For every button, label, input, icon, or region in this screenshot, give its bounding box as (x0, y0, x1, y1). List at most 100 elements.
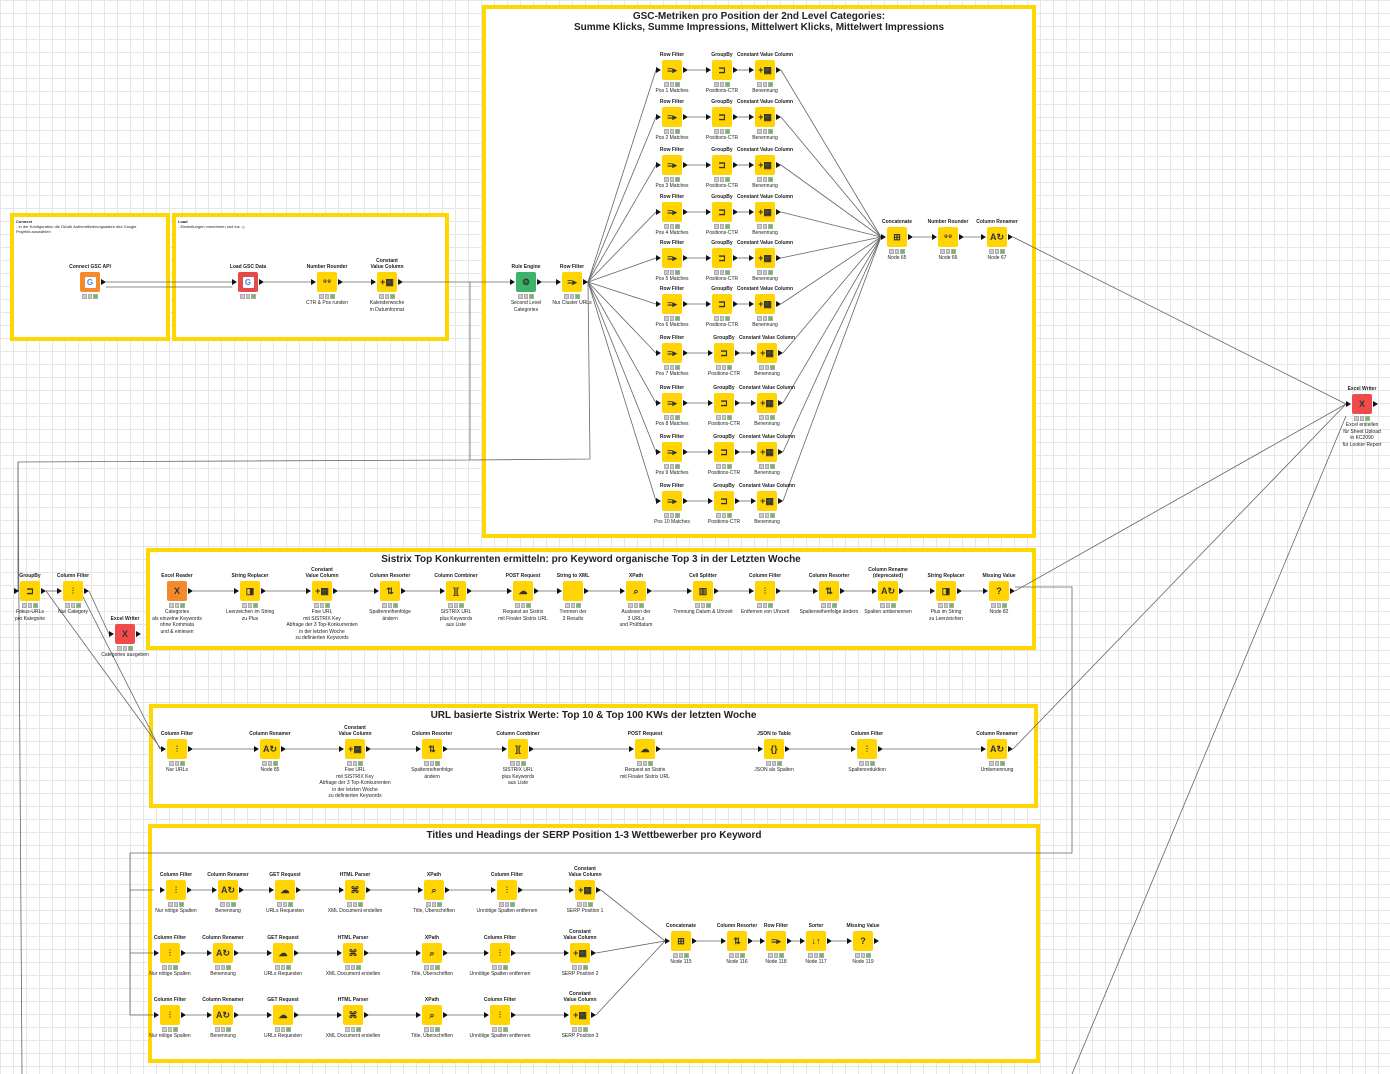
output-port[interactable] (733, 162, 738, 168)
connection-u9-xw[interactable] (1012, 403, 1347, 750)
input-port[interactable] (981, 746, 986, 752)
node-caption[interactable]: Positions-CTR (707, 519, 741, 525)
column-filter-icon[interactable]: ⫶ (160, 943, 180, 963)
node-concatenate[interactable]: Concatenate⊞Node 65 (867, 219, 927, 261)
input-port[interactable] (751, 498, 756, 504)
node-caption[interactable]: Excel erstellen für Sheet Upload in KC20… (1342, 422, 1382, 448)
string-replacer-icon[interactable]: ◨ (936, 581, 956, 601)
connection-t3g-tc[interactable] (595, 940, 666, 1016)
missing-value-icon[interactable]: ? (853, 931, 873, 951)
constant-column-icon[interactable]: +▦ (757, 343, 777, 363)
output-port[interactable] (511, 1012, 516, 1018)
string-to-xml-icon[interactable] (563, 581, 583, 601)
output-port[interactable] (239, 887, 244, 893)
node-constant-column[interactable]: Constant Value Column+▦Benennung (737, 434, 797, 476)
column-filter-icon[interactable]: ⫶ (166, 880, 186, 900)
annotation-url-sistrix[interactable]: URL basierte Sistrix Werte: Top 10 & Top… (149, 704, 1038, 808)
output-port[interactable] (785, 746, 790, 752)
output-port[interactable] (366, 887, 371, 893)
node-caption[interactable]: Benennung (754, 421, 780, 427)
output-port[interactable] (827, 938, 832, 944)
node-json-to-table[interactable]: JSON to Table{}JSON als Spalten (744, 731, 804, 773)
node-column-filter[interactable]: Column Filter⫶Unnötige Spalten entfernen (470, 935, 531, 977)
input-port[interactable] (749, 67, 754, 73)
node-row-filter[interactable]: Row Filter≡▸Pos 5 Matches (642, 240, 702, 282)
column-renamer-icon[interactable]: A↻ (260, 739, 280, 759)
input-port[interactable] (416, 1012, 421, 1018)
output-port[interactable] (294, 1012, 299, 1018)
row-filter-icon[interactable]: ≡▸ (662, 60, 682, 80)
output-port[interactable] (683, 114, 688, 120)
groupby-icon[interactable]: ⊐ (712, 202, 732, 222)
connection-n6-r10[interactable] (587, 281, 657, 502)
input-port[interactable] (706, 255, 711, 261)
node-caption[interactable]: Umbenennung (980, 767, 1014, 773)
node-groupby[interactable]: GroupBy⊐Positions-CTR (692, 194, 752, 236)
input-port[interactable] (656, 449, 661, 455)
output-port[interactable] (735, 350, 740, 356)
node-column-filter[interactable]: Column Filter⫶Spaltenreduktion (837, 731, 897, 773)
node-column-combiner[interactable]: Column Combiner][SISTRIX URL plus Keywor… (488, 731, 548, 786)
output-port[interactable] (683, 67, 688, 73)
input-port[interactable] (881, 234, 886, 240)
input-port[interactable] (932, 234, 937, 240)
input-port[interactable] (507, 588, 512, 594)
input-port[interactable] (847, 938, 852, 944)
node-caption[interactable]: Trennen der 3 Results (559, 609, 587, 622)
rule-engine-icon[interactable]: ⚙ (516, 272, 536, 292)
connection-c7-cc65[interactable] (782, 236, 882, 354)
node-caption[interactable]: Pos 1 Matches (655, 88, 689, 94)
connection-n6-r6[interactable] (587, 281, 657, 305)
cell-splitter-icon[interactable]: ▥ (693, 581, 713, 601)
node-groupby[interactable]: GroupBy⊐Positions-CTR (692, 286, 752, 328)
node-constant-column[interactable]: Constant Value Column+▦Kalenderwoche in … (357, 258, 417, 313)
constant-column-icon[interactable]: +▦ (757, 393, 777, 413)
connection-n6-lg[interactable] (14, 281, 591, 592)
groupby-icon[interactable]: ⊐ (712, 294, 732, 314)
node-groupby[interactable]: GroupBy⊐Positions-CTR (694, 385, 754, 427)
node-column-combiner[interactable]: Column Combiner][SISTRIX URL plus Keywor… (426, 573, 486, 628)
connection-n6-r3[interactable] (587, 164, 657, 283)
node-get-request[interactable]: GET Request☁URLs Requesten (253, 997, 313, 1039)
input-port[interactable] (109, 631, 114, 637)
output-port[interactable] (261, 588, 266, 594)
column-filter-icon[interactable]: ⫶ (755, 581, 775, 601)
node-row-filter[interactable]: Row Filter≡▸Pos 10 Matches (642, 483, 702, 525)
input-port[interactable] (851, 746, 856, 752)
node-constant-column[interactable]: Constant Value Column+▦Fixe URL mit SIST… (286, 567, 357, 641)
node-caption[interactable]: Plus im String zu Leerzeichen (929, 609, 963, 622)
connection-tm-xw[interactable] (1071, 415, 1347, 1074)
column-resorter-icon[interactable]: ⇅ (380, 581, 400, 601)
node-constant-column[interactable]: Constant Value Column+▦Benennung (737, 385, 797, 427)
node-groupby[interactable]: GroupBy⊐Positions-CTR (692, 99, 752, 141)
node-caption[interactable]: Pos 9 Matches (655, 470, 689, 476)
output-port[interactable] (1010, 588, 1015, 594)
input-port[interactable] (665, 938, 670, 944)
input-port[interactable] (416, 950, 421, 956)
constant-column-icon[interactable]: +▦ (575, 880, 595, 900)
node-caption[interactable]: XML Document erstellen (325, 971, 381, 977)
node-column-filter[interactable]: Column Filter⫶Unnötige Spalten entfernen (477, 872, 538, 914)
node-groupby[interactable]: GroupBy⊐Positions-CTR (692, 240, 752, 282)
output-port[interactable] (281, 746, 286, 752)
output-port[interactable] (259, 279, 264, 285)
output-port[interactable] (778, 498, 783, 504)
output-port[interactable] (735, 400, 740, 406)
node-column-filter[interactable]: Column Filter⫶Nur nötige Spalten (146, 872, 206, 914)
output-port[interactable] (591, 1012, 596, 1018)
node-caption[interactable]: Fokus-URLs pro Kategorie (14, 609, 46, 622)
node-xpath[interactable]: XPath⌕Title, Überschriften (402, 935, 462, 977)
output-port[interactable] (181, 950, 186, 956)
node-constant-column[interactable]: Constant Value Column+▦Benennung (735, 147, 795, 189)
node-caption[interactable]: SISTRIX URL plus Keywords aus Liste (501, 767, 535, 786)
connection-n6-r1[interactable] (587, 69, 657, 283)
node-row-filter[interactable]: Row Filter≡▸Pos 4 Matches (642, 194, 702, 236)
output-port[interactable] (443, 950, 448, 956)
output-port[interactable] (714, 588, 719, 594)
node-caption[interactable]: Pos 2 Matches (655, 135, 689, 141)
node-caption[interactable]: Title, Überschriften (411, 971, 453, 977)
node-caption[interactable]: Spaltenreihenfolge ändern (799, 609, 859, 615)
